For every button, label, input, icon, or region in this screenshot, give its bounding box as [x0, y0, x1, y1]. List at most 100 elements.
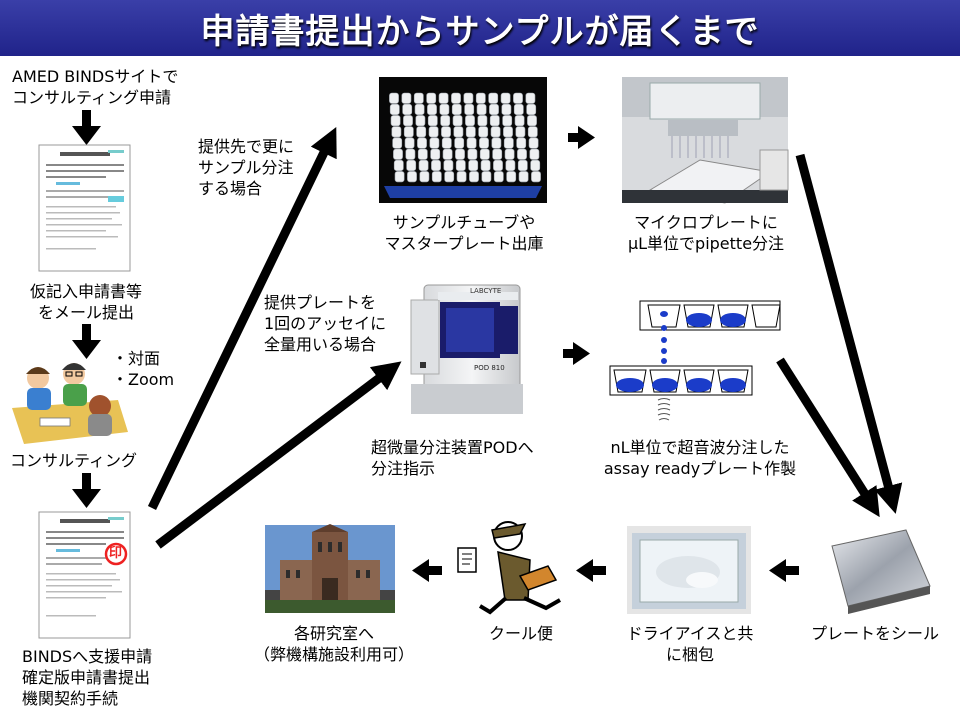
step-email-submission: 仮記入申請書等 をメール提出: [29, 282, 142, 322]
tube-cap: [401, 92, 412, 104]
tube-cap: [477, 115, 488, 127]
tube-cap: [517, 148, 527, 160]
tube-cap: [428, 126, 439, 138]
arrow-dryice-to-courier: [576, 559, 606, 582]
tube-cap: [503, 126, 513, 138]
tube-cap: [506, 171, 517, 183]
tube-cap: [442, 148, 453, 160]
pipetting-robot-image: [622, 77, 789, 204]
tube-cap: [417, 137, 427, 149]
tube-cap: [441, 126, 451, 138]
tube-cap: [491, 137, 502, 149]
tube-cap: [415, 115, 426, 127]
step-seal-label: プレートをシール: [810, 624, 939, 643]
tube-cap: [527, 126, 538, 138]
tube-cap: [407, 171, 417, 183]
tube-cap: [530, 159, 541, 171]
step-consulting: コンサルティング: [10, 451, 138, 470]
tube-cap: [441, 137, 452, 149]
tube-cap: [444, 171, 455, 183]
tube-cap: [488, 92, 499, 104]
tube-cap: [402, 103, 413, 115]
tube-cap: [438, 92, 449, 104]
down-arrow-2: [72, 324, 101, 359]
tube-cap: [465, 115, 475, 127]
acoustic-dispense-illustration: [609, 300, 781, 421]
tube-cap: [417, 148, 428, 160]
down-arrow-1: [72, 110, 101, 145]
university-building-image: [265, 524, 395, 613]
meeting-options: ・対面 ・Zoom: [112, 349, 175, 389]
tube-cap: [489, 115, 500, 127]
tube-cap: [480, 159, 491, 171]
tube-cap: [456, 171, 467, 183]
tube-cap: [469, 171, 479, 183]
tube-cap: [419, 171, 430, 183]
tube-cap: [392, 137, 403, 149]
tube-cap: [529, 148, 540, 160]
tube-cap: [403, 115, 413, 127]
courier-illustration: [457, 521, 561, 615]
step-binds-application: BINDSへ支援申請 確定版申請書提出 機関契約手続: [22, 647, 153, 708]
application-form-image: [38, 144, 131, 272]
tube-cap: [418, 159, 429, 171]
tube-cap: [431, 171, 442, 183]
step-dry-ice-label: ドライアイスと共 に梱包: [626, 624, 754, 664]
tube-cap: [414, 103, 425, 115]
seal-stamp-icon: 印: [109, 546, 123, 561]
arrow-tubes-to-microplate: [568, 126, 595, 149]
tube-cap: [500, 92, 511, 104]
tube-cap: [416, 126, 427, 138]
step-tubes-label: サンプルチューブや マスタープレート出庫: [384, 213, 544, 253]
down-arrow-3: [72, 473, 101, 508]
tube-cap: [490, 126, 501, 138]
tube-cap: [503, 137, 514, 149]
title-bar: 申請書提出からサンプルが届くまで: [0, 0, 960, 56]
tube-cap: [426, 92, 437, 104]
tube-cap: [393, 148, 403, 160]
tube-cap: [513, 103, 524, 115]
tube-cap: [516, 137, 527, 149]
sealed-plate-image: [818, 523, 934, 614]
tube-cap: [475, 92, 486, 104]
tube-cap: [513, 92, 523, 104]
final-application-image: [38, 511, 131, 639]
tube-cap: [404, 137, 415, 149]
tube-cap: [406, 159, 417, 171]
tube-cap: [443, 159, 454, 171]
tube-cap: [464, 103, 475, 115]
tube-cap: [467, 148, 478, 160]
step-labs-label: 各研究室へ （弊機構施設利用可）: [253, 624, 414, 664]
tube-cap: [468, 159, 479, 171]
tube-cap: [466, 137, 477, 149]
consulting-illustration: [12, 363, 128, 444]
tube-cap: [514, 115, 525, 127]
tube-cap: [440, 115, 451, 127]
tube-cap: [452, 115, 463, 127]
tube-cap: [502, 115, 513, 127]
device-brand-label: LABCYTE: [470, 287, 502, 295]
tube-cap: [478, 126, 489, 138]
arrow-microplate-to-seal: [795, 153, 903, 514]
sample-tubes-image: [379, 77, 547, 203]
tube-cap: [455, 148, 465, 160]
tube-cap: [479, 137, 489, 149]
tube-cap: [427, 103, 437, 115]
tube-cap: [429, 137, 440, 149]
tube-cap: [389, 92, 399, 104]
tube-cap: [455, 159, 466, 171]
tube-cap: [481, 171, 492, 183]
tube-cap: [389, 103, 400, 115]
arrow-pod-to-sonic: [563, 342, 590, 365]
branch-single-assay-label: 提供プレートを 1回のアッセイに 全量用いる場合: [264, 293, 387, 354]
tube-cap: [463, 92, 474, 104]
tube-cap: [393, 159, 404, 171]
branch-further-dispense-label: 提供先で更に サンプル分注 する場合: [198, 137, 295, 198]
tube-cap: [526, 103, 537, 115]
page-title: 申請書提出からサンプルが届くまで: [200, 11, 760, 52]
tube-cap: [518, 171, 529, 183]
step-sonic-label: nL単位で超音波分注した assay readyプレート作製: [603, 438, 797, 478]
tube-cap: [439, 103, 450, 115]
step-consulting-request: AMED BINDSサイトで コンサルティング申請: [12, 67, 179, 107]
